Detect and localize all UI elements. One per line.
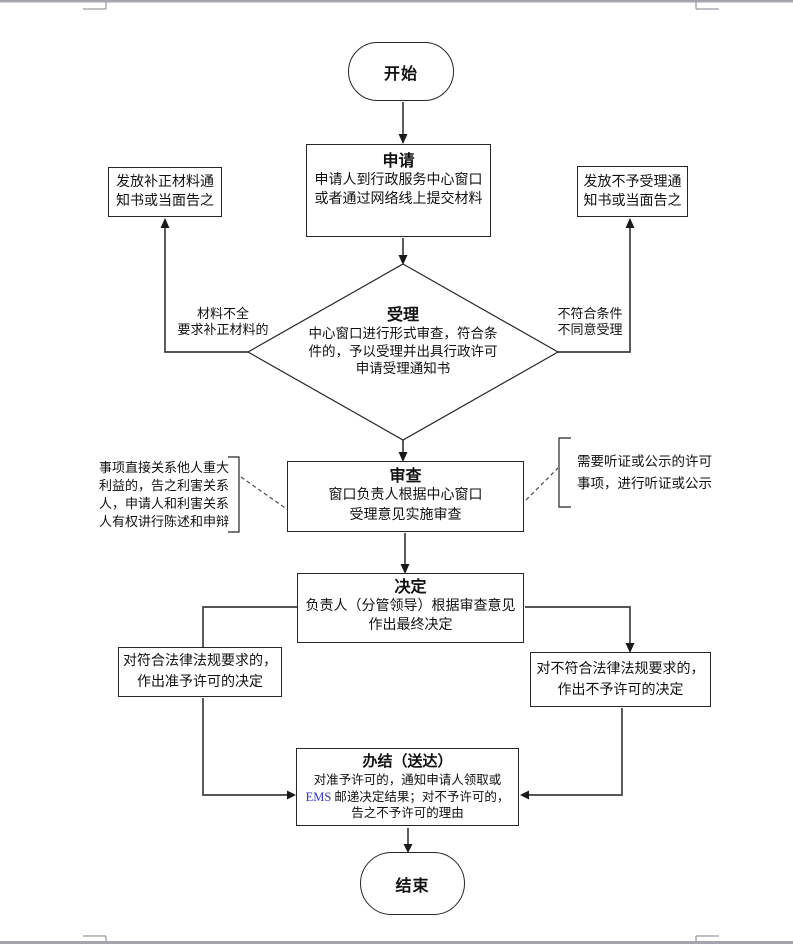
edge-deny-complete: [528, 708, 623, 796]
arrowheads: [160, 134, 635, 853]
crop-mark-top-right: [695, 2, 719, 10]
right-annotation-bracket: [558, 437, 571, 508]
decide-title: 决定: [394, 579, 427, 596]
complete-line: EMS 邮递决定结果；对不予许可的，: [297, 789, 518, 806]
accept-line: 件的，予以受理并出具行政许可: [308, 343, 498, 359]
accept-title: 受理: [386, 307, 419, 324]
decide-line: 作出最终决定: [368, 618, 453, 633]
complete-line: 对准予许可的，通知申请人领取或: [313, 773, 502, 787]
stakeholder-annotation-line: 人，申请人和利害关系: [99, 496, 230, 511]
arrow-into-decide: [400, 564, 410, 574]
incomplete-branch-label: 材料不全 要求补正材料的: [163, 306, 283, 337]
end-node: 结束: [360, 852, 465, 915]
apply-node: 申请 申请人到行政服务中心窗口 或者通过网络线上提交材料: [306, 144, 491, 237]
complete-title: 办结（送达）: [362, 754, 453, 770]
review-line: 受理意见实施审查: [349, 508, 462, 523]
deny-line: 作出不予许可的决定: [557, 682, 684, 698]
reject-notice-node: 发放不予受理通 知书或当面告之: [577, 166, 688, 217]
review-line: 窗口负责人根据中心窗口: [328, 488, 483, 503]
stakeholder-annotation-line: 人有权讲行陈述和申辩: [99, 514, 230, 529]
arrow-into-complete-left: [287, 790, 296, 800]
hearing-annotation-line: 需要听证或公示的许可: [577, 454, 712, 469]
complete-line-rest: 邮递决定结果；对不予许可的，: [331, 789, 510, 804]
unqualified-label-line: 不符合条件: [557, 306, 623, 321]
edge-approve-complete: [202, 698, 288, 796]
apply-title: 申请: [382, 153, 415, 170]
reject-notice-line: 发放不予受理通: [583, 174, 682, 190]
incomplete-label-line: 要求补正材料的: [177, 321, 269, 337]
accept-line: 中心窗口进行形式审查，符合条: [308, 326, 498, 341]
edge-decide-approve: [202, 606, 297, 648]
stakeholder-annotation-line: 利益的，告之利害关系: [99, 478, 230, 493]
ems-text: EMS: [305, 789, 332, 804]
review-node: 审查 窗口负责人根据中心窗口 受理意见实施审查: [287, 461, 524, 532]
start-label: 开始: [383, 65, 418, 83]
left-annotation-bracket: [228, 456, 240, 533]
reject-notice-line: 知书或当面告之: [583, 193, 682, 209]
arrow-into-end: [403, 844, 413, 853]
deny-node: 对不符合法律法规要求的， 作出不予许可的决定: [530, 652, 711, 707]
hearing-annotation-line: 事项，进行听证或公示: [577, 476, 712, 491]
arrow-into-review: [398, 452, 408, 462]
approve-line: 作出准予许可的决定: [137, 675, 263, 690]
crop-mark-top-left: [83, 2, 107, 10]
supplement-notice-line: 发放补正材料通: [116, 175, 214, 190]
accept-line: 申请受理通知书: [355, 361, 451, 376]
left-annotation-dashed-link: [240, 476, 289, 511]
right-annotation-dashed-link: [525, 467, 559, 501]
edge-decide-deny: [525, 606, 631, 644]
apply-line: 或者通过网络线上提交材料: [314, 192, 483, 207]
arrow-into-deny: [625, 643, 635, 653]
approve-line: 对符合法律法规要求的，: [123, 654, 277, 669]
end-label: 结束: [395, 877, 430, 895]
connector-lines: [164, 102, 631, 845]
accept-node-text: 受理 中心窗口进行形式审查，符合条 件的，予以受理并出具行政许可 申请受理通知书: [293, 306, 513, 378]
decide-line: 负责人（分管领导）根据审查意见: [305, 599, 516, 614]
stakeholder-annotation-line: 事项直接关系他人重大: [99, 460, 230, 475]
edge-accept-reject: [558, 227, 631, 353]
arrow-into-apply: [398, 134, 408, 144]
apply-line: 申请人到行政服务中心窗口: [314, 173, 483, 188]
incomplete-label-line: 材料不全: [196, 306, 249, 321]
crop-mark-bottom-left: [83, 935, 107, 941]
deny-line: 对不符合法律法规要求的，: [536, 661, 705, 677]
arrow-into-complete-right: [520, 790, 529, 800]
unqualified-branch-label: 不符合条件 不同意受理: [552, 306, 628, 337]
complete-line: 告之不予许可的理由: [351, 806, 464, 820]
crop-mark-bottom-right: [695, 935, 719, 941]
unqualified-label-line: 不同意受理: [557, 321, 623, 337]
page-bottom-edge: [0, 941, 793, 944]
arrow-into-reject: [625, 218, 635, 228]
arrow-into-accept: [398, 255, 408, 265]
stakeholder-annotation: 事项直接关系他人重大 利益的，告之利害关系 人，申请人和利害关系 人有权讲行陈述…: [99, 459, 233, 531]
decide-node: 决定 负责人（分管领导）根据审查意见 作出最终决定: [297, 573, 524, 643]
edge-accept-supplement: [164, 227, 248, 353]
review-title: 审查: [389, 468, 422, 485]
complete-node: 办结（送达） 对准予许可的，通知申请人领取或 EMS 邮递决定结果；对不予许可的…: [296, 748, 519, 826]
supplement-notice-line: 知书或当面告之: [116, 194, 214, 209]
start-node: 开始: [348, 42, 454, 101]
arrow-into-supplement: [160, 218, 170, 228]
approve-node: 对符合法律法规要求的， 作出准予许可的决定: [118, 647, 282, 697]
hearing-annotation: 需要听证或公示的许可 事项，进行听证或公示: [577, 451, 725, 495]
supplement-notice-node: 发放补正材料通 知书或当面告之: [108, 167, 222, 217]
accept-diamond-shape: [246, 263, 560, 441]
page-top-edge: [0, 0, 793, 3]
